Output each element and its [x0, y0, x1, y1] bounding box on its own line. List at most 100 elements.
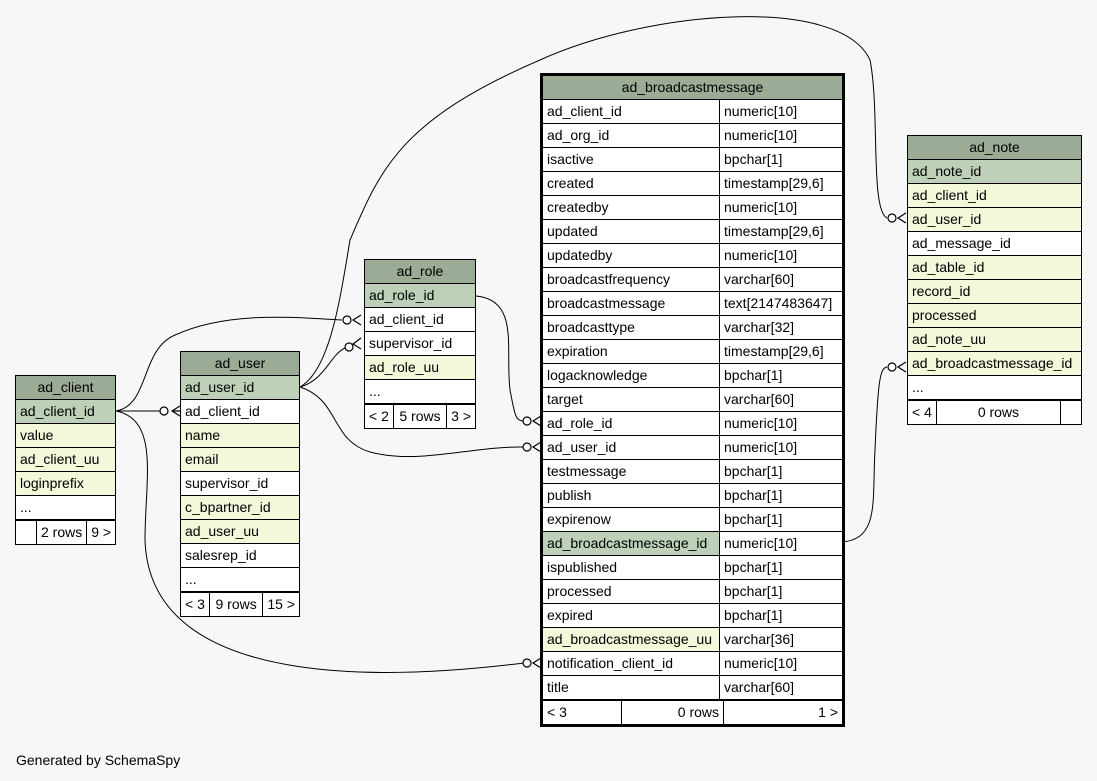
- column-name: ad_user_id: [912, 211, 982, 227]
- column-row[interactable]: ad_role_id: [365, 284, 475, 308]
- column-name: ad_table_id: [912, 259, 985, 275]
- column-row[interactable]: supervisor_id: [365, 332, 475, 356]
- column-row[interactable]: processed: [908, 304, 1081, 328]
- column-row[interactable]: ad_note_id: [908, 160, 1081, 184]
- column-row[interactable]: ad_table_id: [908, 256, 1081, 280]
- column-name: updated: [547, 223, 598, 239]
- edge-bm-user: [299, 386, 525, 458]
- column-row[interactable]: email: [181, 448, 299, 472]
- column-name: ad_org_id: [547, 127, 610, 143]
- column-row[interactable]: ad_role_uu: [365, 356, 475, 380]
- row-count[interactable]: 2 rows: [36, 521, 86, 544]
- children-count[interactable]: 3 >: [446, 405, 475, 428]
- column-name: ad_role_id: [369, 287, 435, 303]
- column-row[interactable]: salesrep_id: [181, 544, 299, 568]
- column-row[interactable]: loginprefix: [16, 472, 115, 496]
- column-row[interactable]: ad_broadcastmessage_id: [908, 352, 1081, 376]
- column-row[interactable]: record_id: [908, 280, 1081, 304]
- column-name: record_id: [912, 283, 971, 299]
- column-name: ad_broadcastmessage_uu: [547, 631, 713, 647]
- table-title: ad_broadcastmessage: [543, 76, 842, 100]
- column-name: expirenow: [547, 511, 611, 527]
- row-count[interactable]: 0 rows: [935, 401, 1060, 424]
- column-row[interactable]: name: [181, 424, 299, 448]
- column-row[interactable]: value: [16, 424, 115, 448]
- row-count[interactable]: 9 rows: [208, 593, 263, 616]
- parents-count[interactable]: < 2: [369, 408, 389, 424]
- column-name: ad_client_uu: [20, 451, 100, 467]
- column-row[interactable]: ad_message_id: [908, 232, 1081, 256]
- column-row[interactable]: ad_client_id: [181, 400, 299, 424]
- column-row[interactable]: ...: [908, 376, 1081, 400]
- parents-count[interactable]: < 3: [185, 596, 205, 612]
- parents-count[interactable]: < 4: [912, 404, 932, 420]
- column-row[interactable]: ad_client_id: [16, 400, 115, 424]
- row-count[interactable]: 0 rows: [621, 701, 723, 724]
- column-row[interactable]: supervisor_id: [181, 472, 299, 496]
- table-title: ad_note: [908, 136, 1081, 160]
- column-type: bpchar[1]: [719, 364, 842, 387]
- column-name: expiration: [547, 343, 608, 359]
- children-count[interactable]: 1 >: [723, 701, 842, 724]
- column-name: ad_user_id: [185, 379, 255, 395]
- column-row[interactable]: ad_user_id: [908, 208, 1081, 232]
- column-row[interactable]: ad_client_id: [908, 184, 1081, 208]
- column-row[interactable]: ad_client_id: [365, 308, 475, 332]
- column-type: numeric[10]: [719, 532, 842, 555]
- column-name: salesrep_id: [185, 547, 257, 563]
- column-row[interactable]: ...: [16, 496, 115, 520]
- column-row[interactable]: ...: [365, 380, 475, 404]
- edge-role-client: [115, 316, 343, 412]
- column-type: varchar[60]: [719, 268, 842, 291]
- children-count[interactable]: 15 >: [262, 593, 299, 616]
- column-row[interactable]: ...: [181, 568, 299, 592]
- children-count[interactable]: [1060, 401, 1081, 424]
- column-type: numeric[10]: [719, 196, 842, 219]
- parents-count[interactable]: < 3: [547, 704, 567, 720]
- column-row[interactable]: ad_user_uu: [181, 520, 299, 544]
- parents-count[interactable]: [16, 521, 36, 544]
- column-row[interactable]: ad_client_uu: [16, 448, 115, 472]
- column-row[interactable]: ad_note_uu: [908, 328, 1081, 352]
- column-name: ...: [20, 499, 32, 515]
- row-count[interactable]: 5 rows: [392, 405, 446, 428]
- column-name: isactive: [547, 151, 594, 167]
- column-row[interactable]: ad_user_id: [181, 376, 299, 400]
- children-count[interactable]: 9 >: [86, 521, 115, 544]
- table-title: ad_client: [16, 376, 115, 400]
- column-type: numeric[10]: [719, 436, 842, 459]
- column-row[interactable]: c_bpartner_id: [181, 496, 299, 520]
